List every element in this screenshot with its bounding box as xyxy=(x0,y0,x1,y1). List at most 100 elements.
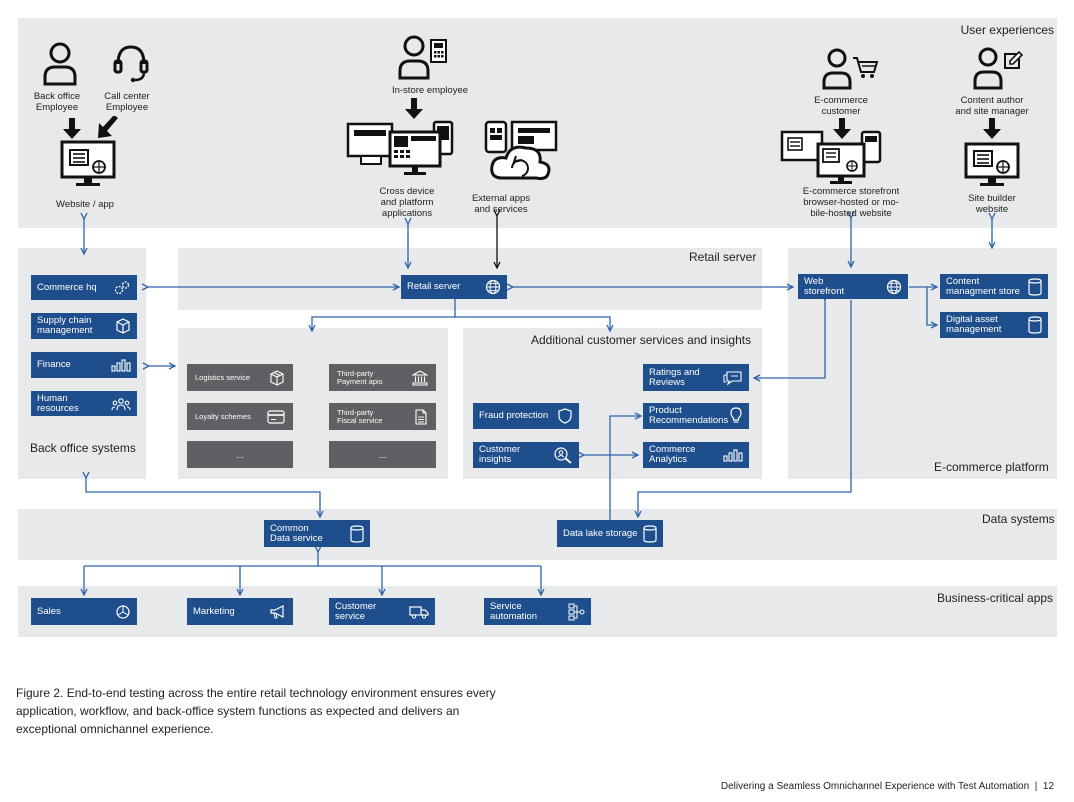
monitor-icon-website xyxy=(60,140,116,186)
workflow-icon xyxy=(568,603,585,620)
box-label: Finance xyxy=(37,359,71,370)
box-commerce-analytics[interactable]: Commerce Analytics xyxy=(643,442,749,468)
diagonal-arrow-icon xyxy=(98,116,118,138)
box-web-storefront[interactable]: Web storefront xyxy=(798,274,908,299)
package-icon xyxy=(270,369,284,386)
zone-title-data-systems: Data systems xyxy=(982,512,1055,526)
line-web-digital xyxy=(926,287,937,325)
box-more-services-right[interactable]: ... xyxy=(329,441,436,468)
person-edit-icon xyxy=(973,47,1024,90)
storefront-devices-icon xyxy=(780,130,882,184)
box-finance[interactable]: Finance xyxy=(31,352,137,378)
box-marketing[interactable]: Marketing xyxy=(187,598,293,625)
card-icon xyxy=(267,409,285,424)
pie-chart-icon xyxy=(116,604,130,619)
zone-title-business-apps: Business-critical apps xyxy=(937,591,1054,605)
box-label: Digital asset management xyxy=(946,314,1002,335)
arrow-retail-insights xyxy=(455,316,610,331)
box-label: Commerce Analytics xyxy=(649,444,696,465)
chat-icon xyxy=(723,370,742,385)
label-storefront: E-commerce storefront browser-hosted or … xyxy=(802,186,900,219)
zone-title-back-office: Back office systems xyxy=(30,441,136,455)
box-commerce-hq[interactable]: Commerce hq xyxy=(31,275,137,300)
box-sales[interactable]: Sales xyxy=(31,598,137,625)
label-external-apps: External apps and services xyxy=(471,193,531,215)
globe-icon xyxy=(485,279,501,295)
multi-device-icon xyxy=(346,120,454,175)
box-common-data-service[interactable]: Common Data service xyxy=(264,520,370,547)
person-icon-in-store xyxy=(398,35,447,80)
label-call-center-employee: Call center Employee xyxy=(104,91,150,113)
box-label: Supply chain management xyxy=(37,315,93,336)
box-label: Third-party Fiscal service xyxy=(337,407,383,425)
box-label: Commerce hq xyxy=(37,281,97,293)
monitor-icon-site-builder xyxy=(964,142,1020,186)
page-footer: Delivering a Seamless Omnichannel Experi… xyxy=(720,781,1054,792)
magnifier-person-icon xyxy=(554,447,572,464)
database-icon xyxy=(1028,277,1042,296)
bar-chart-icon xyxy=(111,359,131,372)
label-content-author: Content author and site manager xyxy=(955,95,1029,117)
globe-icon xyxy=(886,279,902,294)
truck-icon xyxy=(409,605,429,619)
box-label: Marketing xyxy=(193,605,235,617)
box-human-resources[interactable]: Human resources xyxy=(31,391,137,416)
label-ecommerce-customer: E-commerce customer xyxy=(814,95,868,117)
box-more-services-left[interactable]: ... xyxy=(187,441,293,468)
arrow-retail-split xyxy=(312,298,456,331)
zone-title-user-experiences: User experiences xyxy=(960,23,1054,37)
box-label: Logistics service xyxy=(195,372,251,382)
box-logistics-service[interactable]: Logistics service xyxy=(187,364,293,391)
label-site-builder: Site builder website xyxy=(968,193,1016,215)
box-data-lake[interactable]: Data lake storage xyxy=(557,520,663,547)
document-icon xyxy=(415,408,427,425)
label-cross-device: Cross device and platform applications xyxy=(379,186,435,219)
person-icon-back-office xyxy=(43,42,77,86)
box-label: Human resources xyxy=(37,392,79,414)
lightbulb-icon xyxy=(730,407,742,423)
box-label: Sales xyxy=(37,605,61,617)
box-label: Data lake storage xyxy=(563,527,638,539)
box-label: Service automation xyxy=(490,600,538,622)
box-fraud-protection[interactable]: Fraud protection xyxy=(473,403,579,429)
box-label: Third-party Payment apis xyxy=(337,368,383,386)
bank-icon xyxy=(412,369,428,385)
down-arrow-icon xyxy=(983,118,1001,139)
down-arrow-icon xyxy=(833,118,851,139)
zone-title-ecommerce: E-commerce platform xyxy=(934,460,1049,474)
bar-chart-icon xyxy=(723,449,743,462)
box-customer-insights[interactable]: Customer insights xyxy=(473,442,579,468)
label-website-app: Website / app xyxy=(56,199,114,210)
box-customer-service[interactable]: Customer service xyxy=(329,598,435,625)
database-icon xyxy=(350,524,364,543)
database-icon xyxy=(643,524,657,543)
box-loyalty-schemes[interactable]: Loyalty schemes xyxy=(187,403,293,430)
box-supply-chain[interactable]: Supply chain management xyxy=(31,313,137,339)
headset-icon xyxy=(113,45,149,83)
box-product-recommendations[interactable]: Product Recommendations xyxy=(643,403,749,429)
box-content-store[interactable]: Content managment store xyxy=(940,274,1048,299)
box-retail-server[interactable]: Retail server xyxy=(401,275,507,299)
cloud-apps-icon xyxy=(484,120,558,180)
label-back-office-employee: Back office Employee xyxy=(33,91,81,113)
box-label: Product Recommendations xyxy=(649,405,729,426)
box-digital-asset[interactable]: Digital asset management xyxy=(940,312,1048,338)
arrow-backoffice-common xyxy=(86,478,320,517)
megaphone-icon xyxy=(270,604,284,618)
box-label: Customer insights xyxy=(479,444,521,465)
box-label: ... xyxy=(236,449,244,460)
gears-icon xyxy=(114,280,130,294)
box-label: Ratings and Reviews xyxy=(649,366,700,388)
person-cart-icon xyxy=(822,48,879,90)
box-label: Web storefront xyxy=(804,275,845,297)
box-fiscal-service[interactable]: Third-party Fiscal service xyxy=(329,403,436,430)
arrow-web-ratings xyxy=(754,300,825,378)
arrow-web-lake xyxy=(638,300,852,517)
label-in-store-employee: In-store employee xyxy=(391,85,469,96)
box-ratings-reviews[interactable]: Ratings and Reviews xyxy=(643,364,749,391)
box-payment-apis[interactable]: Third-party Payment apis xyxy=(329,364,436,391)
down-arrow-icon xyxy=(405,98,423,119)
box-service-automation[interactable]: Service automation xyxy=(484,598,591,625)
figure-caption: Figure 2. End-to-end testing across the … xyxy=(16,686,496,736)
